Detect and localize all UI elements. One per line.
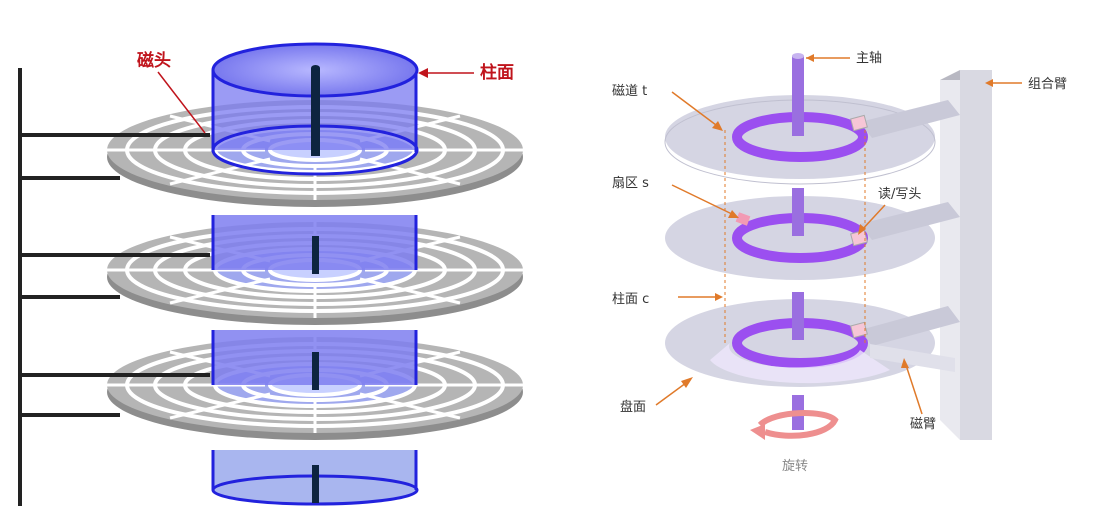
label-rotation: 旋转 bbox=[782, 459, 808, 474]
label-head: 磁头 bbox=[137, 50, 171, 71]
cylinder-bottom bbox=[211, 450, 419, 506]
label-track: 磁道 t bbox=[612, 84, 647, 99]
head-arms bbox=[20, 133, 210, 417]
cylinder-head-diagram: 磁头 柱面 bbox=[0, 0, 540, 521]
label-comb-arm: 组合臂 bbox=[1028, 77, 1067, 92]
label-head-leader bbox=[157, 71, 206, 134]
label-arm: 磁臂 bbox=[910, 417, 936, 432]
rotation-arrow-icon bbox=[750, 410, 839, 440]
cylinder-section-2 bbox=[211, 330, 418, 390]
actuator-post bbox=[18, 68, 22, 506]
disk-structure-diagram: 主轴 磁道 t 扇区 s 柱面 c 盘面 读/写头 组合臂 磁臂 旋转 bbox=[560, 0, 1106, 521]
label-sector: 扇区 s bbox=[612, 175, 649, 191]
comb-arm bbox=[940, 70, 992, 440]
label-arrows bbox=[655, 54, 1022, 415]
label-rw-head: 读/写头 bbox=[878, 187, 921, 202]
label-cylinder-c: 柱面 c bbox=[612, 292, 649, 307]
disk-structure-svg: 主轴 磁道 t 扇区 s 柱面 c 盘面 读/写头 组合臂 磁臂 旋转 bbox=[560, 0, 1106, 521]
label-cylinder-arrow bbox=[418, 68, 474, 78]
label-spindle: 主轴 bbox=[856, 51, 882, 66]
label-surface: 盘面 bbox=[620, 399, 646, 415]
cylinder-section-1 bbox=[211, 215, 418, 274]
label-cylinder: 柱面 bbox=[480, 62, 514, 83]
spindle bbox=[311, 65, 320, 156]
cylinder-head-svg: 磁头 柱面 bbox=[18, 42, 523, 506]
